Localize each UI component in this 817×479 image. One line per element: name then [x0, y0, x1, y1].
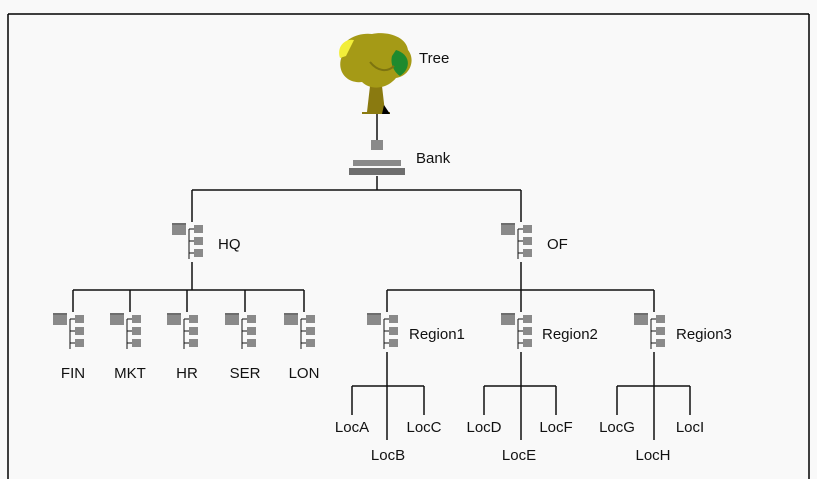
hq-unit-label: SER: [230, 365, 261, 382]
division-label-of: OF: [547, 236, 568, 253]
org-unit-icon: [110, 313, 141, 349]
location-label: LocD: [466, 419, 501, 436]
org-unit-icon: [634, 313, 665, 349]
org-unit-icon: [225, 313, 256, 349]
tree-foliage-fold: [369, 61, 395, 72]
location-label: LocG: [599, 419, 635, 436]
org-unit-icon: [367, 313, 398, 349]
location-label: LocC: [406, 419, 441, 436]
org-unit-icon: [167, 313, 198, 349]
org-unit-icon: [501, 223, 532, 259]
tree-trunk: [362, 86, 390, 114]
node-icons: [53, 140, 665, 349]
bank-label: Bank: [416, 150, 451, 167]
location-label: LocE: [502, 447, 536, 464]
connector-lines: [72, 114, 691, 440]
location-label: LocH: [635, 447, 670, 464]
location-label: LocB: [371, 447, 405, 464]
hq-unit-label: FIN: [61, 365, 85, 382]
org-unit-icon: [172, 223, 203, 259]
location-label: LocA: [335, 419, 369, 436]
region-label-3: Region3: [676, 326, 732, 343]
network-root-icon: [349, 140, 405, 175]
region-label-1: Region1: [409, 326, 465, 343]
org-unit-icon: [501, 313, 532, 349]
location-label: LocF: [539, 419, 572, 436]
location-label: LocI: [676, 419, 704, 436]
tree-label: Tree: [419, 50, 449, 67]
tree-highlight: [339, 39, 354, 58]
hq-unit-label: HR: [176, 365, 198, 382]
division-label-hq: HQ: [218, 236, 241, 253]
region-label-2: Region2: [542, 326, 598, 343]
tree-foliage: [340, 33, 412, 88]
org-unit-icon: [53, 313, 84, 349]
org-unit-icon: [284, 313, 315, 349]
hq-unit-label: LON: [289, 365, 320, 382]
tree-root-mark: [382, 105, 390, 114]
tree-icon: [339, 33, 412, 114]
hq-unit-label: MKT: [114, 365, 146, 382]
tree-shade: [391, 50, 408, 76]
